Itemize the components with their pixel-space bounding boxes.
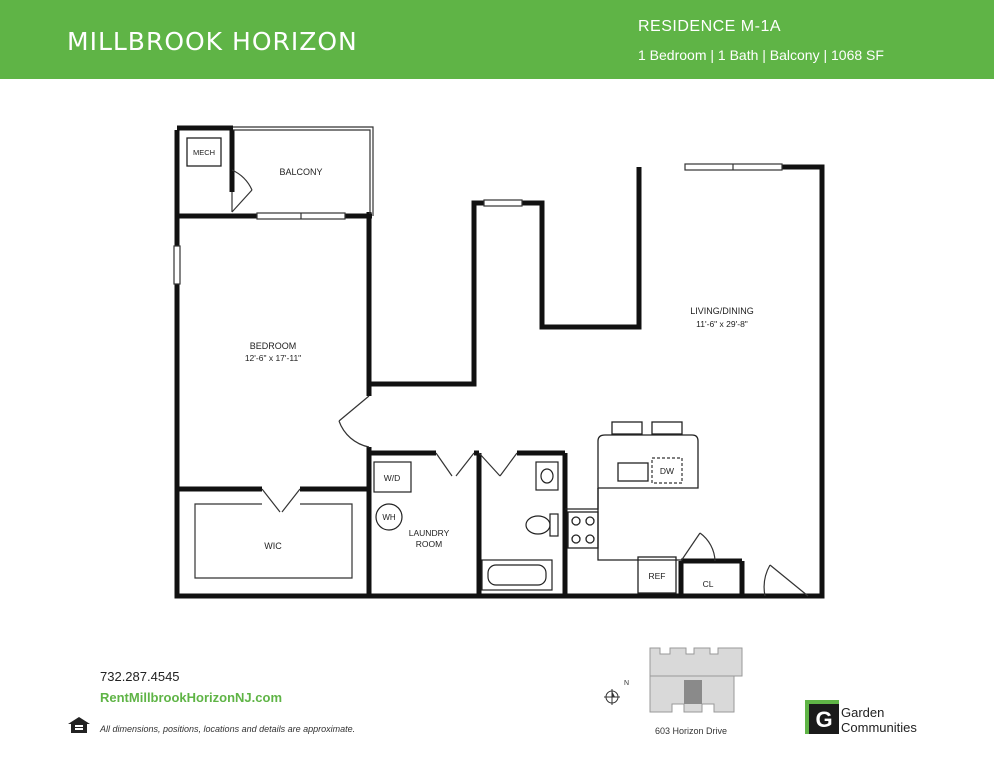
phone-number[interactable]: 732.287.4545 [100,669,180,684]
windows [173,163,783,285]
walls [174,125,825,599]
room-label-mech: MECH [193,148,215,157]
room-label-laundry-1: LAUNDRY [409,528,450,538]
balcony-outline [233,126,374,216]
bedroom-dimensions: 12'-6" x 17'-11" [245,353,301,363]
logo-letter: G [815,707,832,732]
room-label-wic: WIC [264,541,282,551]
appliance-label-wd: W/D [384,473,401,483]
bathroom-fixtures [481,461,559,591]
compass-icon: N [604,680,629,705]
company-name-line2: Communities [841,720,917,735]
company-name-line1: Garden [841,705,885,720]
equal-housing-icon [68,717,90,733]
floor-plan: MECH BALCONY BEDROOM 12'-6" x 17'-11" WI… [173,125,825,599]
keyplan-unit-highlight [684,680,702,704]
living-dimensions: 11'-6" x 29'-8" [696,319,748,329]
garden-communities-logo-icon: G [805,700,839,734]
company-name: Garden Communities [841,705,917,735]
residence-title: RESIDENCE M-1A [638,18,782,35]
room-label-bedroom: BEDROOM [250,341,297,351]
room-label-balcony: BALCONY [279,167,322,177]
residence-subtitle: 1 Bedroom | 1 Bath | Balcony | 1068 SF [638,47,884,63]
compass-label: N [624,680,629,687]
disclaimer: All dimensions, positions, locations and… [100,724,356,734]
building-keyplan: N [604,647,743,713]
appliance-label-dw: DW [660,466,674,476]
appliance-label-ref: REF [649,571,666,581]
room-label-living: LIVING/DINING [690,306,754,316]
brand-title: MILLBROOK HORIZON [67,27,358,56]
appliance-label-wh: WH [382,513,396,522]
building-address: 603 Horizon Drive [655,726,728,736]
kitchen-island [597,421,699,489]
room-label-laundry-2: ROOM [416,539,442,549]
header-bar: MILLBROOK HORIZON RESIDENCE M-1A 1 Bedro… [0,0,994,79]
doors [231,169,809,597]
closet-label-cl: CL [703,579,714,589]
dishwasher [651,457,683,484]
washer-dryer [373,461,412,493]
wic-shelving [194,503,353,579]
mech-unit [186,137,222,167]
water-heater [375,503,403,531]
kitchen-counter [565,488,681,594]
website-link[interactable]: RentMillbrookHorizonNJ.com [100,690,283,705]
